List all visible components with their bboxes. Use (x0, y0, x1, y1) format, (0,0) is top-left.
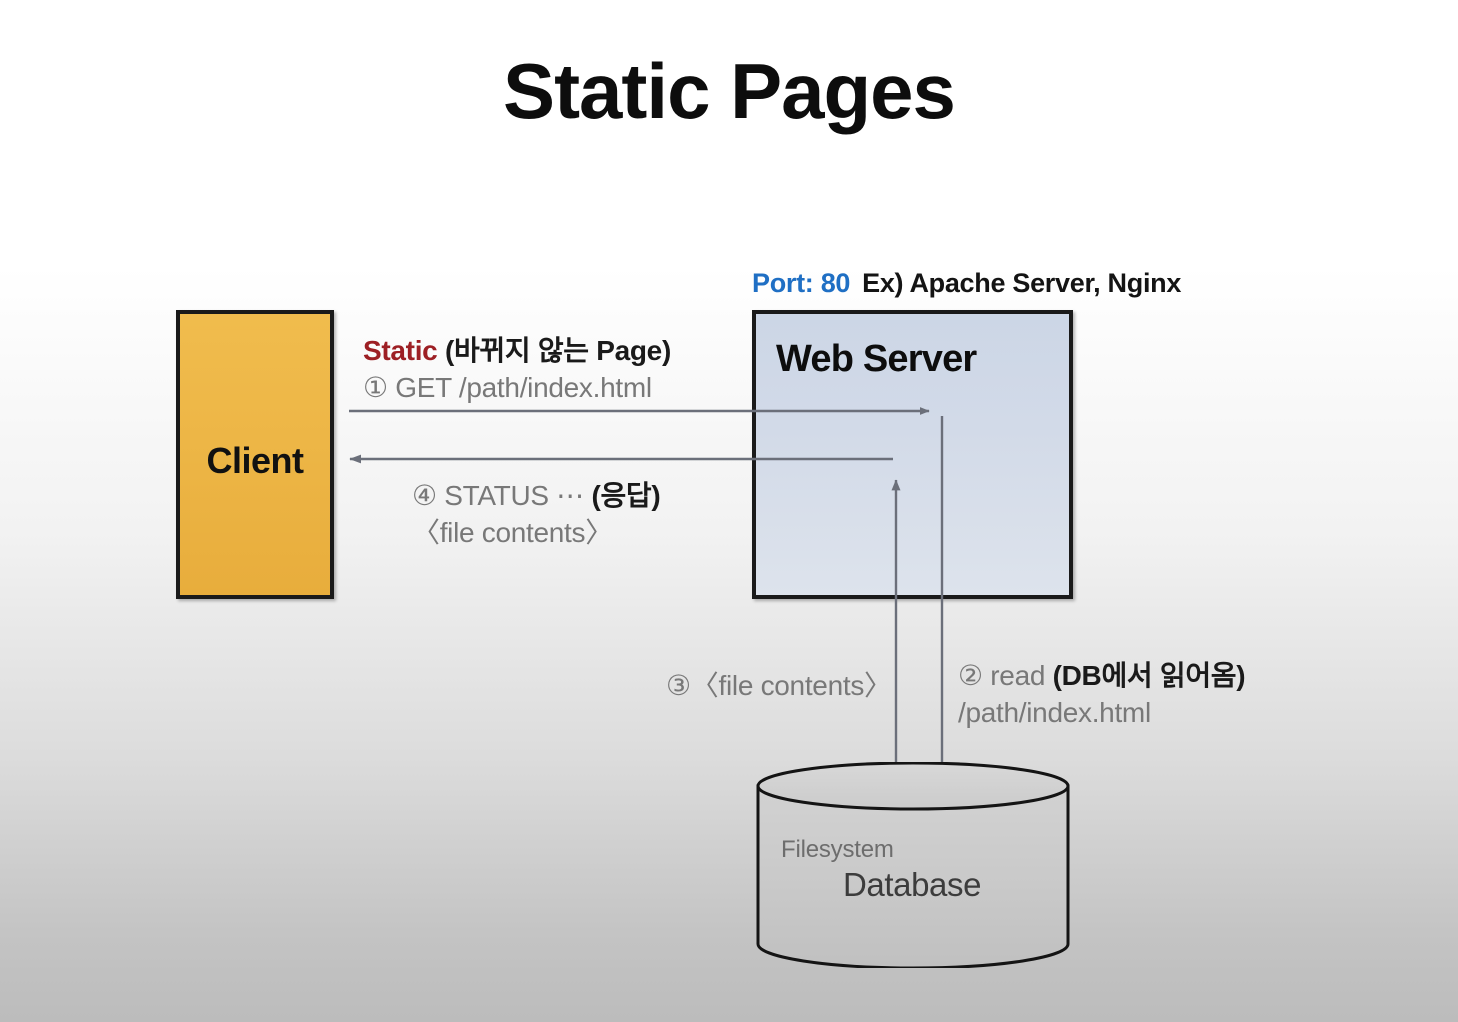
client-label: Client (206, 440, 304, 481)
read-annotation-line2: /path/index.html (958, 696, 1151, 728)
static-tag-note: (바뀌지 않는 Page) (444, 335, 671, 366)
web-server-caption: Port: 80 Ex) Apache Server, Nginx (752, 268, 1181, 299)
status-step-note: (응답) (591, 480, 661, 511)
response-annotation-line1: ④ STATUS ⋯ (응답) (412, 478, 661, 515)
web-server-node[interactable]: Web Server (752, 310, 1073, 599)
database-node[interactable] (755, 762, 1071, 968)
port-label: Port: 80 (752, 268, 851, 298)
request-annotation-line2: ① GET /path/index.html (363, 371, 652, 403)
example-servers-label: Ex) Apache Server, Nginx (862, 268, 1182, 298)
file-contents-step: ③〈file contents〉 (666, 670, 892, 701)
static-tag: Static (363, 335, 438, 366)
page-title: Static Pages (503, 47, 956, 135)
read-annotation: ② read (DB에서 읽어옴) /path/index.html (958, 658, 1246, 732)
read-step: ② read (958, 660, 1053, 691)
response-annotation: ④ STATUS ⋯ (응답) 〈file contents〉 (412, 478, 661, 552)
request-annotation-line1: Static (바뀌지 않는 Page) (363, 333, 671, 370)
status-step: ④ STATUS ⋯ (412, 480, 592, 511)
read-step-note: (DB에서 읽어옴) (1052, 660, 1246, 691)
file-contents-annotation: ③〈file contents〉 (666, 668, 892, 705)
web-server-label: Web Server (776, 338, 977, 380)
read-annotation-line1: ② read (DB에서 읽어옴) (958, 658, 1246, 695)
client-node[interactable]: Client (176, 310, 334, 599)
response-annotation-line2: 〈file contents〉 (412, 516, 613, 548)
request-annotation: Static (바뀌지 않는 Page) ① GET /path/index.h… (363, 333, 671, 407)
